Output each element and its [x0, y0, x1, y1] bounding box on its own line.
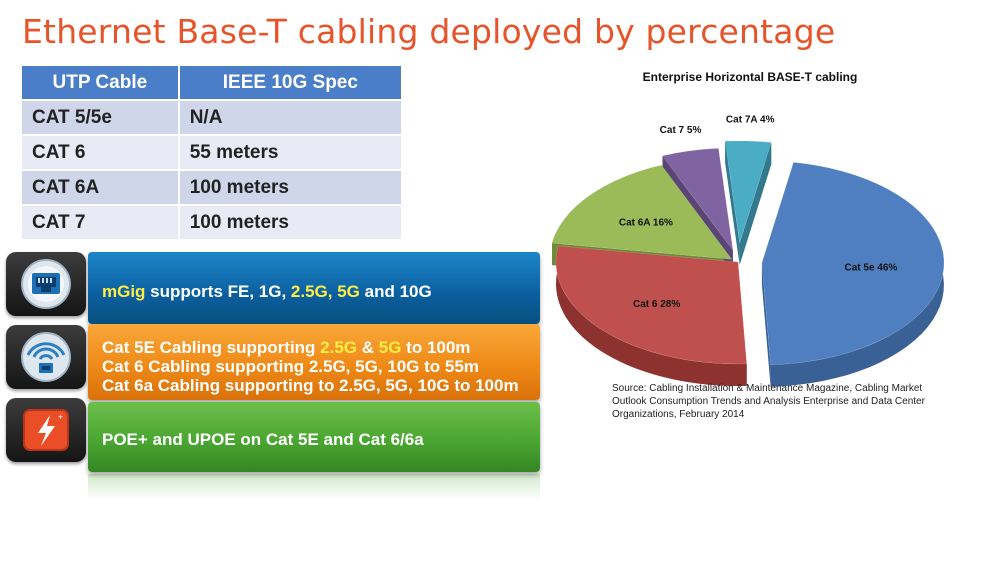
pie-label-cat-7a: Cat 7A 4% — [726, 115, 775, 126]
table-header-row: UTP Cable IEEE 10G Spec — [22, 66, 404, 100]
cable-spec-table: UTP Cable IEEE 10G Spec CAT 5/5e N/A CAT… — [22, 66, 404, 239]
cat6a-line: Cat 6a Cabling supporting to 2.5G, 5G, 1… — [102, 376, 519, 395]
table-cell: N/A — [178, 99, 404, 135]
mgig-banner-text: mGig supports FE, 1G, 2.5G, 5G and 10G — [102, 282, 532, 302]
speed-5g-highlight: 5G — [378, 338, 402, 357]
pie-slice-edge-cat-6a-0 — [551, 243, 732, 282]
pie-slice-side-cat-6 — [556, 245, 747, 386]
table-cell: CAT 5/5e — [22, 99, 180, 135]
table-cell: 100 meters — [178, 169, 404, 205]
mgig-label: mGig — [102, 282, 146, 301]
pie-slice-edge-cat-6a-1 — [661, 165, 732, 282]
pie-slice-edge-cat-7a-1 — [739, 142, 772, 265]
cat6-line: Cat 6 Cabling supporting 2.5G, 5G, 10G t… — [102, 357, 479, 376]
pie-slice-edge-cat-6-1 — [558, 245, 738, 284]
pie-label-cat-6a: Cat 6A 16% — [619, 217, 673, 228]
pie-slice-edge-cat-5e-0 — [761, 162, 794, 285]
pie-slice-edge-cat-5e-1 — [761, 262, 771, 387]
pie-slice-cat-7a — [724, 140, 772, 244]
pie-slice-cat-5e — [761, 162, 945, 365]
pie-slice-edge-cat-7-0 — [662, 155, 733, 273]
mgig-text-end: and 10G — [359, 282, 432, 301]
cat5e-text: Cat 5E Cabling supporting — [102, 338, 321, 357]
pie-slice-edge-cat-7-1 — [718, 148, 733, 273]
chart-source-note: Source: Cabling Installation & Maintenan… — [612, 383, 925, 420]
pie-slice-cat-7 — [662, 148, 734, 251]
pie-label-cat-5e: Cat 5e 46% — [844, 263, 897, 274]
cabling-support-banner: Cat 5E Cabling supporting 2.5G & 5G to 1… — [88, 324, 540, 400]
table-cell: 100 meters — [178, 204, 404, 239]
ethernet-port-icon — [6, 252, 86, 316]
column-header-utp-cable: UTP Cable — [22, 66, 180, 100]
pie-slice-side-cat-6a — [552, 165, 662, 266]
svg-text:+: + — [58, 412, 63, 422]
mgig-text: supports FE, 1G, — [145, 282, 291, 301]
distance-text: to 100m — [401, 338, 471, 357]
wifi-access-point-icon — [6, 325, 86, 389]
banner-reflection — [88, 474, 540, 500]
table-row: CAT 6 55 meters — [22, 134, 404, 170]
cabling-support-text: Cat 5E Cabling supporting 2.5G & 5G to 1… — [102, 338, 532, 395]
pie-slice-edge-cat-6-0 — [738, 262, 747, 386]
column-header-ieee-10g-spec: IEEE 10G Spec — [178, 66, 404, 100]
table-row: CAT 7 100 meters — [22, 204, 404, 239]
table-cell: CAT 6A — [22, 169, 180, 205]
poe-banner: POE+ and UPOE on Cat 5E and Cat 6/6a — [88, 402, 540, 472]
pie-slice-edge-cat-7a-0 — [725, 141, 740, 265]
poe-banner-text: POE+ and UPOE on Cat 5E and Cat 6/6a — [102, 430, 424, 449]
pie-slice-side-cat-5e — [770, 162, 944, 387]
pie-slice-cat-6a — [551, 164, 733, 260]
mgig-speeds-highlight: 2.5G, 5G — [290, 282, 360, 301]
table-cell: CAT 6 — [22, 134, 180, 170]
page-title: Ethernet Base-T cabling deployed by perc… — [22, 12, 836, 51]
speed-2-5g-highlight: 2.5G — [320, 338, 358, 357]
pie-label-cat-6: Cat 6 28% — [633, 299, 680, 310]
pie-label-cat-7: Cat 7 5% — [660, 125, 702, 136]
cat5e-line: Cat 5E Cabling supporting 2.5G & 5G to 1… — [102, 338, 532, 357]
pie-slice-side-cat-7a — [725, 141, 772, 165]
power-bolt-icon: + — [6, 398, 86, 462]
mgig-banner: mGig supports FE, 1G, 2.5G, 5G and 10G — [88, 252, 540, 324]
ampersand-text: & — [357, 338, 379, 357]
pie-slice-side-cat-7 — [662, 148, 719, 178]
chart-title: Enterprise Horizontal BASE-T cabling — [642, 70, 858, 84]
table-cell: CAT 7 — [22, 204, 180, 239]
table-row: CAT 5/5e N/A — [22, 99, 404, 135]
table-row: CAT 6A 100 meters — [22, 169, 404, 205]
pie-slice-cat-6 — [555, 245, 747, 365]
table-cell: 55 meters — [178, 134, 404, 170]
